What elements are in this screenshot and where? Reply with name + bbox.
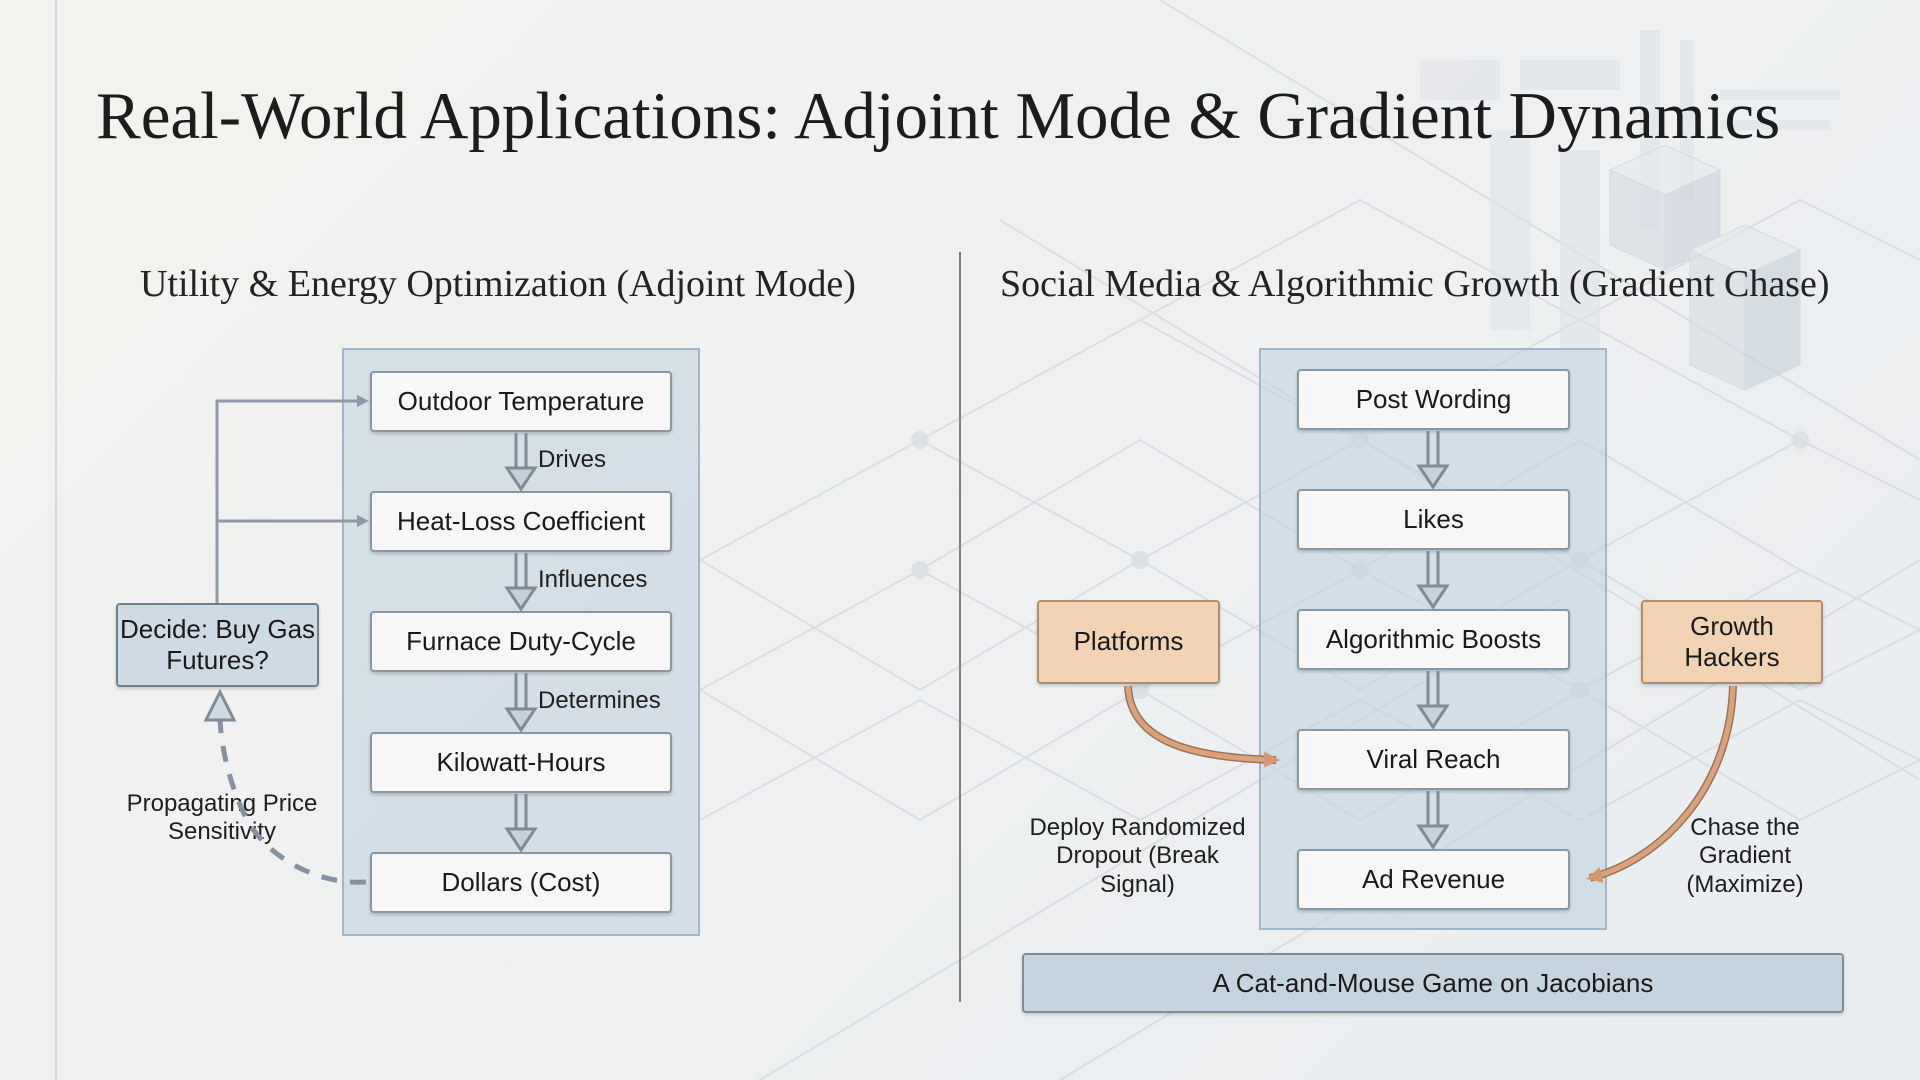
node-kilowatt-hours: Kilowatt-Hours [370, 732, 672, 793]
left-section-heading: Utility & Energy Optimization (Adjoint M… [140, 263, 856, 305]
node-platforms: Platforms [1037, 600, 1220, 684]
node-dollars-cost: Dollars (Cost) [370, 852, 672, 913]
node-growth-hackers: Growth Hackers [1641, 600, 1823, 684]
decide-buy-gas-futures: Decide: Buy Gas Futures? [116, 603, 319, 687]
platforms-action-label: Deploy Randomized Dropout (Break Signal) [1029, 814, 1246, 898]
edge-label-influences: Influences [538, 566, 648, 593]
node-viral-reach: Viral Reach [1297, 729, 1570, 790]
section-divider [959, 252, 961, 1002]
footer-banner: A Cat-and-Mouse Game on Jacobians [1022, 953, 1844, 1013]
node-likes: Likes [1297, 489, 1570, 550]
left-margin-rule [55, 0, 57, 1080]
node-furnace-duty-cycle: Furnace Duty-Cycle [370, 611, 672, 672]
node-post-wording: Post Wording [1297, 369, 1570, 430]
node-heat-loss-coefficient: Heat-Loss Coefficient [370, 491, 672, 552]
node-algorithmic-boosts: Algorithmic Boosts [1297, 609, 1570, 670]
edge-label-drives: Drives [538, 446, 607, 473]
right-section-heading: Social Media & Algorithmic Growth (Gradi… [1000, 263, 1830, 305]
edge-label-determines: Determines [538, 687, 661, 714]
slide-title: Real-World Applications: Adjoint Mode & … [96, 79, 1781, 153]
node-ad-revenue: Ad Revenue [1297, 849, 1570, 910]
node-outdoor-temperature: Outdoor Temperature [370, 371, 672, 432]
feedback-label: Propagating Price Sensitivity [126, 790, 318, 846]
hackers-action-label: Chase the Gradient (Maximize) [1686, 814, 1804, 898]
